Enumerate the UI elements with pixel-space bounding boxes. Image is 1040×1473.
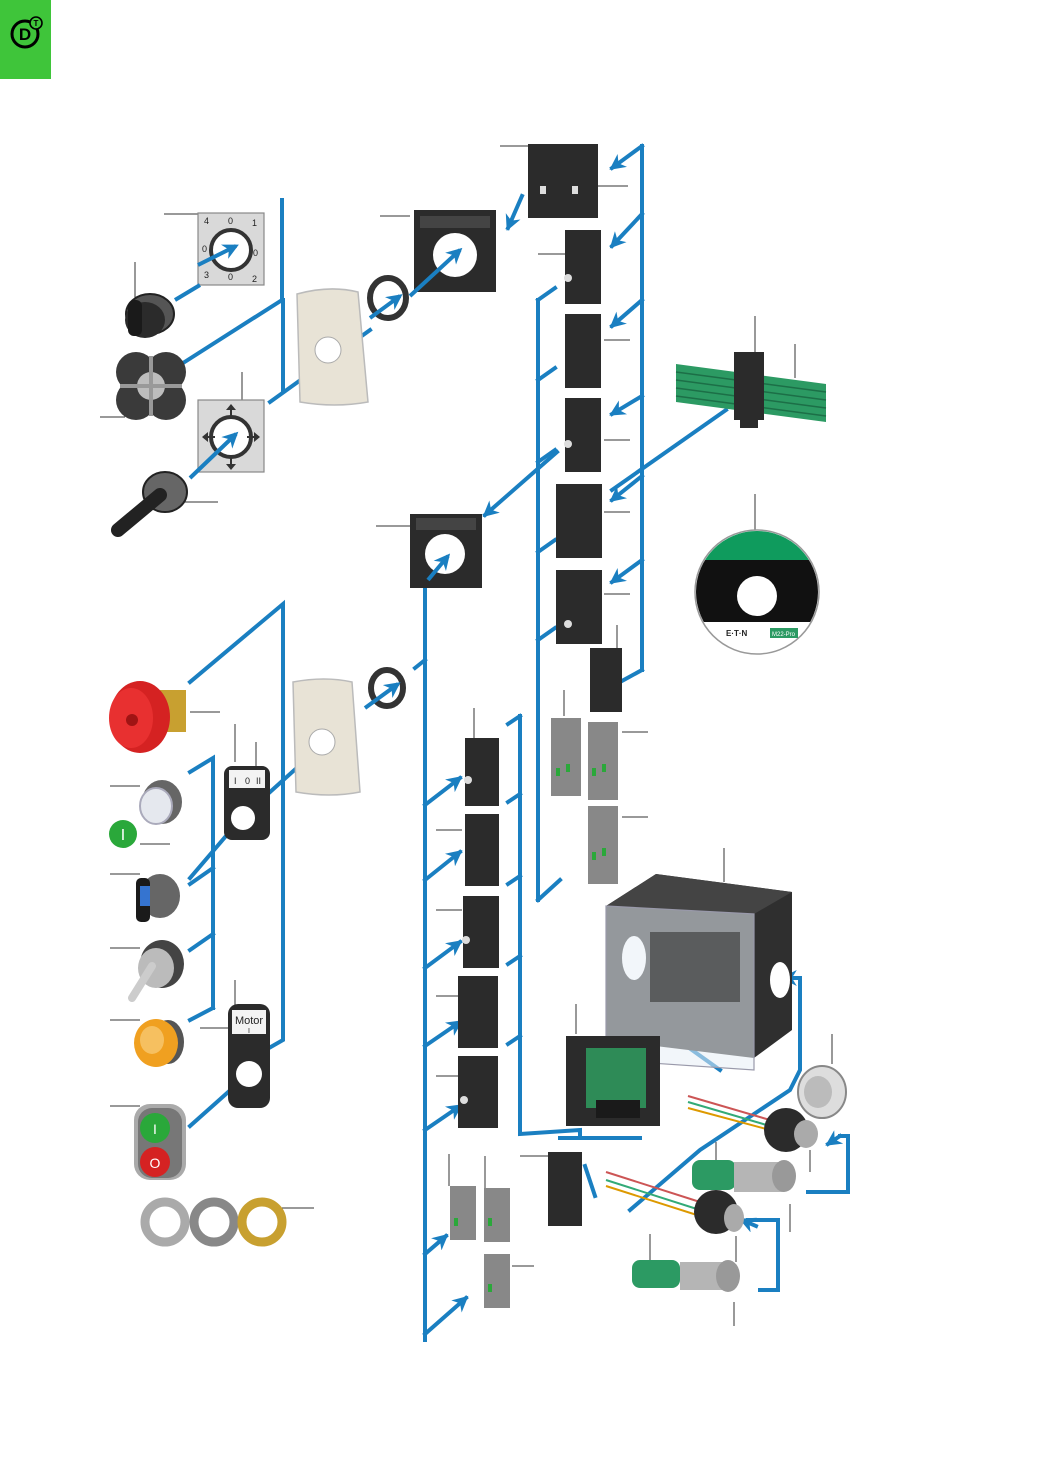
front-mounting-plate-upper: [296, 288, 369, 406]
cd-brand-label: E·T·N: [726, 629, 748, 638]
four-way-joystick-cover: [116, 352, 186, 420]
flow-lines: [153, 143, 850, 1342]
circuit-board: [566, 1036, 660, 1126]
position-label: 3: [204, 270, 209, 280]
position-label: 0: [253, 248, 258, 258]
contact-elements-lower: [458, 738, 582, 1226]
green-button-symbol: I: [153, 1121, 157, 1137]
wired-connector-lower: [605, 1171, 744, 1234]
fixing-ring-upper: [367, 275, 409, 321]
position-label: 0: [228, 272, 233, 282]
legend-label-right: II: [256, 776, 261, 786]
continuation-marks: [423, 662, 540, 1172]
front-mounting-plate-lower: [292, 678, 361, 796]
double-pushbutton: I O: [134, 1104, 186, 1180]
motor-legend-plate: Motor I: [228, 1004, 270, 1108]
red-button-symbol: O: [150, 1155, 161, 1171]
bezel-rings: [140, 1197, 287, 1247]
d-circle-icon: D T: [10, 16, 43, 49]
contact-screws: [540, 186, 578, 628]
rotary-selector-knob: [125, 293, 175, 338]
selector-switch-plate: 4 0 1 0 0 3 0 2: [197, 212, 265, 286]
contact-elements-upper: [528, 144, 622, 712]
cable-gland: [797, 1065, 847, 1119]
software-cd: E·T·N M22-Pro: [694, 529, 820, 655]
m12-plug-upper: [692, 1160, 796, 1192]
illuminated-pushbutton: [139, 780, 182, 825]
joystick-lever: [111, 471, 188, 537]
flow-arrow: [368, 294, 403, 320]
flow-arrow: [408, 247, 463, 298]
blue-selector-knob: [136, 874, 180, 922]
svg-text:T: T: [34, 19, 39, 28]
surface-mounting-enclosure: [605, 874, 792, 1071]
position-label: 0: [228, 216, 233, 226]
green-terminal-marks: [454, 764, 606, 1292]
flow-arrow: [173, 283, 202, 302]
flow-arrow: [426, 553, 451, 582]
leader-lines: [100, 145, 833, 1326]
mounting-adapter-middle: [410, 514, 482, 588]
motor-label-sub: I: [248, 1028, 250, 1035]
wired-connector-upper: [687, 1095, 818, 1152]
legend-label-center: 0: [245, 776, 250, 786]
flow-arrow: [197, 244, 239, 267]
legend-label-left: I: [234, 776, 237, 786]
ribbon-cable: [675, 352, 827, 428]
position-label: 4: [204, 216, 209, 226]
svg-text:D: D: [19, 25, 31, 44]
green-lens-button: I: [109, 820, 137, 848]
m12-plug-lower: [632, 1260, 740, 1292]
flow-arrow: [188, 431, 239, 480]
emergency-stop-button: [109, 681, 186, 753]
position-label: 0: [202, 244, 207, 254]
chapter-tab: D T: [0, 0, 51, 79]
lower-contact-screws: [460, 776, 472, 1104]
cd-product-label: M22-Pro: [772, 632, 796, 638]
legend-holder-plate: I 0 II: [224, 766, 270, 840]
green-lens-symbol: I: [121, 827, 125, 844]
position-label: 2: [252, 274, 257, 284]
key-switch: [128, 940, 184, 1002]
motor-label: Motor: [235, 1015, 263, 1027]
fixing-ring-lower: [368, 667, 406, 709]
position-label: 1: [252, 218, 257, 228]
grey-contact-blocks: [450, 718, 618, 1308]
flow-arrow: [363, 682, 401, 710]
indicator-lamp: [134, 1019, 184, 1067]
